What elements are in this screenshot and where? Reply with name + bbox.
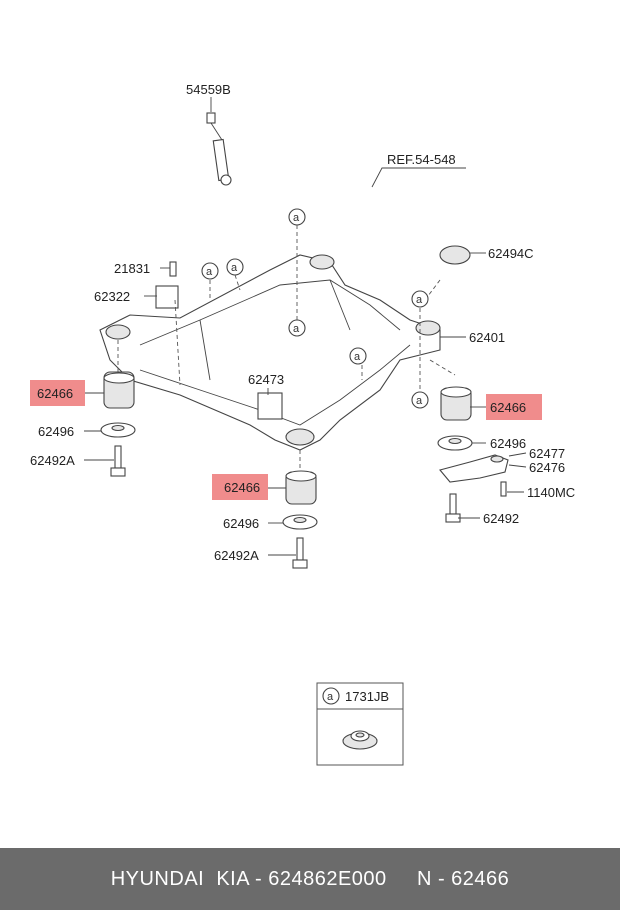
legend-box: a 1731JB <box>316 682 404 766</box>
callout-a-5: a <box>411 290 429 308</box>
label-ref: REF.54-548 <box>387 152 456 167</box>
center-mount-stack <box>282 470 318 569</box>
callouts: a a a a a a a <box>201 208 429 409</box>
label-62466-left: 62466 <box>37 386 73 401</box>
label-54559B: 54559B <box>186 82 231 97</box>
left-mount-stack <box>100 371 136 477</box>
label-21831: 21831 <box>114 261 150 276</box>
label-1140MC: 1140MC <box>527 485 575 500</box>
label-62492: 62492 <box>483 511 519 526</box>
label-62476: 62476 <box>529 460 565 475</box>
footer-bar: HYUNDAI KIA - 624862E000 N - 62466 <box>0 848 620 910</box>
callout-a-6: a <box>349 347 367 365</box>
callout-a-4: a <box>288 319 306 337</box>
svg-text:a: a <box>206 266 213 278</box>
label-62466-right: 62466 <box>490 400 526 415</box>
highlight-left <box>30 380 85 406</box>
cap-62494C <box>439 245 471 265</box>
label-62492A-center: 62492A <box>214 548 259 563</box>
subframe-diagram: a a a a a a a <box>30 82 575 766</box>
legend-marker <box>322 687 340 705</box>
label-62496-left: 62496 <box>38 424 74 439</box>
stabilizer-link-nut <box>206 112 216 124</box>
callout-a-2: a <box>201 262 219 280</box>
svg-text:a: a <box>293 323 300 335</box>
label-62492A-left: 62492A <box>30 453 75 468</box>
label-62473: 62473 <box>248 372 284 387</box>
bolt-62492 <box>449 493 457 515</box>
bolt-1140MC <box>500 481 507 497</box>
stabilizer-bar <box>206 112 412 271</box>
label-62494C: 62494C <box>488 246 534 261</box>
part-labels: 54559B REF.54-548 21831 62322 62494C 624… <box>30 82 575 563</box>
label-62496-center: 62496 <box>223 516 259 531</box>
bolt-62492A-left <box>114 445 122 469</box>
svg-text:a: a <box>416 395 423 407</box>
svg-text:a: a <box>231 262 238 274</box>
label-62477: 62477 <box>529 446 565 461</box>
label-62322: 62322 <box>94 289 130 304</box>
leader-lines <box>84 97 527 556</box>
svg-text:a: a <box>293 212 300 224</box>
callout-a-7: a <box>411 391 429 409</box>
label-62401: 62401 <box>469 330 505 345</box>
svg-text:a: a <box>354 351 361 363</box>
svg-text:a: a <box>327 691 334 703</box>
footer-text: HYUNDAI KIA - 624862E000 N - 62466 <box>110 867 510 890</box>
bracket-62476 <box>439 454 509 483</box>
bracket-62473 <box>257 392 283 420</box>
svg-text:a: a <box>416 294 423 306</box>
bolt-62492A-center <box>296 537 304 561</box>
subframe-body <box>99 254 441 451</box>
bolt-21831 <box>169 261 177 277</box>
highlight-center <box>212 474 268 500</box>
callout-a-1: a <box>288 208 306 226</box>
stabilizer-link <box>212 138 230 182</box>
right-mount-stack <box>437 245 509 523</box>
bracket-62322 <box>155 285 179 309</box>
legend-part: 1731JB <box>345 689 389 704</box>
highlight-right <box>486 394 542 420</box>
label-62466-center: 62466 <box>224 480 260 495</box>
callout-a-3: a <box>226 258 244 276</box>
label-62496-right: 62496 <box>490 436 526 451</box>
guide-lines <box>117 225 456 470</box>
